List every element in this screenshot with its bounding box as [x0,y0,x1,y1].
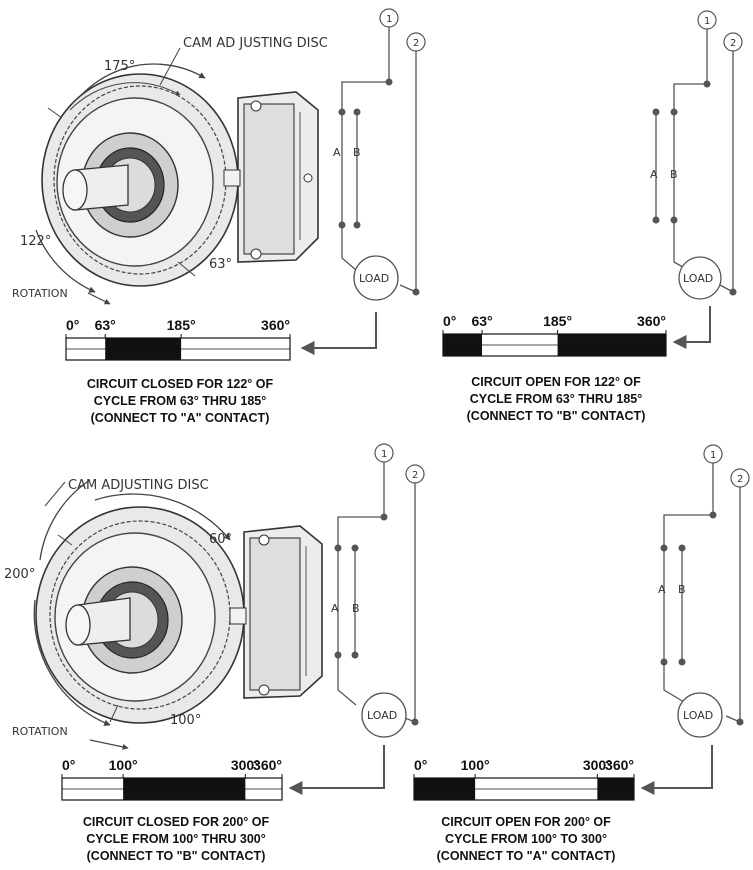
caption-line: CIRCUIT OPEN FOR 200° OF [441,815,611,829]
angle-label-122: 122° [20,234,51,249]
timing-bar-3: 0° 100° 300°360° [61,757,283,801]
caption-line: (CONNECT TO "A" CONTACT) [437,849,616,863]
scale-label: 300° [583,757,612,773]
scale-label: 0° [443,313,456,329]
rotation-label-bottom: ROTATION [12,725,68,738]
caption-line: (CONNECT TO "A" CONTACT) [91,411,270,425]
caption-line: CIRCUIT CLOSED FOR 200° OF [83,815,270,829]
terminal-2-label: 2 [730,38,736,49]
contact-a-label: A [650,168,658,181]
caption-top-right: CIRCUIT OPEN FOR 122° OF CYCLE FROM 63° … [467,375,646,423]
caption-line: CYCLE FROM 100° TO 300° [445,832,607,846]
scale-label: 0° [414,757,427,773]
terminal-2-label: 2 [413,38,419,49]
scale-label: 0° [62,757,75,773]
caption-top-left: CIRCUIT CLOSED FOR 122° OF CYCLE FROM 63… [87,377,274,425]
contact-a-label: A [658,583,666,596]
rotation-indicator-bottom: ROTATION [12,725,129,750]
scale-label: 360° [261,317,290,333]
caption-line: CIRCUIT CLOSED FOR 122° OF [87,377,274,391]
contact-b-label: B [352,602,360,615]
scale-label: 360° [637,313,666,329]
caption-line: (CONNECT TO "B" CONTACT) [467,409,646,423]
angle-label-60: 60° [209,532,232,547]
scale-label: 300° [231,757,260,773]
scale-label: 360° [605,757,634,773]
cam-disc-label-bottom: CAM ADJUSTING DISC [68,478,209,493]
angle-label-200: 200° [4,567,35,582]
rotation-label-top: ROTATION [12,287,68,300]
scale-label: 185° [543,313,572,329]
contact-b-label: B [678,583,686,596]
terminal-1-label: 1 [710,450,716,461]
terminal-1-label: 1 [704,16,710,27]
contact-b-label: B [353,146,361,159]
wiring-bottom-right: 1 2 A B LOAD [640,444,750,795]
caption-bottom-left: CIRCUIT CLOSED FOR 200° OF CYCLE FROM 10… [83,815,270,863]
terminal-1-label: 1 [386,14,392,25]
timing-bars: 0°63°185°360°0°63°185°360°0°100°300°360°… [61,313,667,801]
scale-label: 360° [253,757,282,773]
load-label: LOAD [367,709,397,722]
caption-line: CYCLE FROM 63° THRU 185° [470,392,643,406]
scale-label: 100° [109,757,138,773]
terminal-2-label: 2 [412,470,418,481]
load-label: LOAD [359,272,389,285]
scale-label: 63° [95,317,116,333]
contact-b-label: B [670,168,678,181]
load-label: LOAD [683,709,713,722]
timing-bar-1: 0° 63° 185° 360° [65,317,291,361]
caption-line: (CONNECT TO "B" CONTACT) [87,849,266,863]
caption-line: CIRCUIT OPEN FOR 122° OF [471,375,641,389]
load-circle [353,255,399,301]
caption-line: CYCLE FROM 63° THRU 185° [94,394,267,408]
terminal-2-label: 2 [737,474,743,485]
scale-label: 0° [66,317,79,333]
wiring-top-left: 1 2 A B LOAD [300,8,426,355]
cam-mechanism-bottom [33,479,323,726]
load-label: LOAD [683,272,713,285]
angle-label-175: 175° [104,59,135,74]
timing-bar-4: 0° 100° 300°360° [413,757,635,801]
cam-mechanism-top [35,47,319,293]
wiring-top-right: 1 2 A B LOAD [650,10,743,349]
scale-label: 100° [461,757,490,773]
angle-label-63: 63° [209,257,232,272]
timing-bar-2: 0° 63° 185° 360° [442,313,667,357]
scale-label: 63° [471,313,492,329]
angle-label-100: 100° [170,713,201,728]
wiring-bottom-left: 1 2 A B LOAD [288,443,425,795]
caption-bottom-right: CIRCUIT OPEN FOR 200° OF CYCLE FROM 100°… [437,815,616,863]
rotation-indicator-top: ROTATION [12,287,111,305]
scale-label: 185° [167,317,196,333]
cam-disc-label-top: CAM AD JUSTING DISC [183,36,328,51]
terminal-1-label: 1 [381,449,387,460]
caption-line: CYCLE FROM 100° THRU 300° [86,832,265,846]
contact-a-label: A [333,146,341,159]
contact-a-label: A [331,602,339,615]
